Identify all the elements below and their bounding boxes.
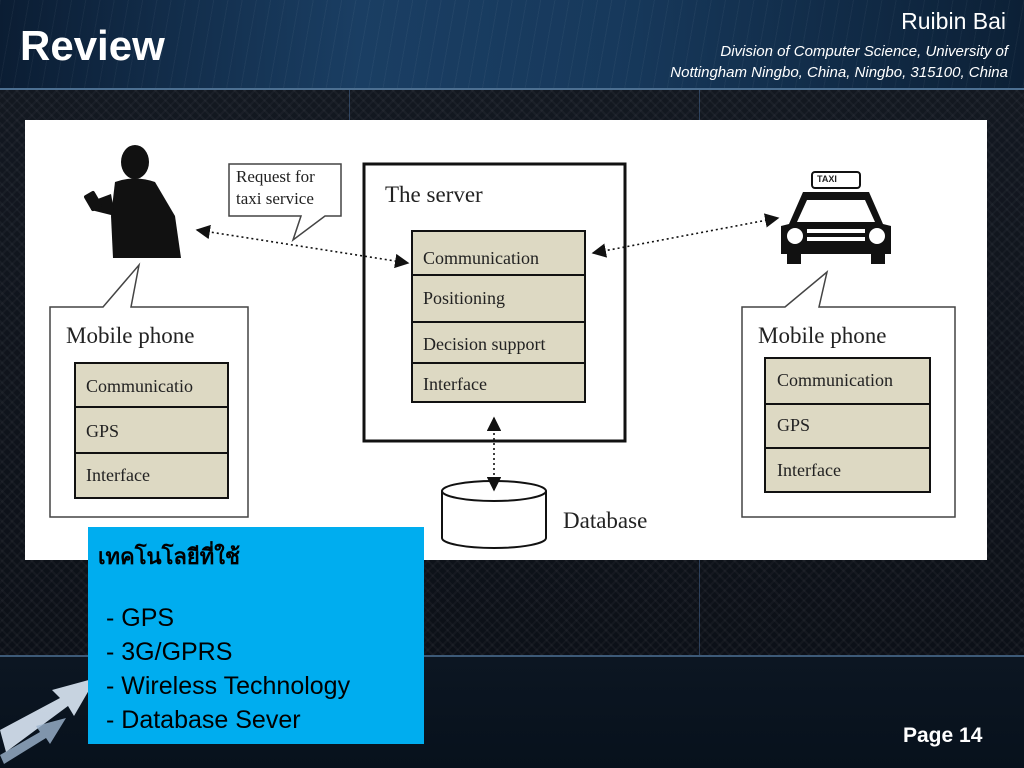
list-item: - GPS	[106, 604, 175, 632]
slide-title: Review	[20, 22, 165, 69]
taxi-icon	[781, 171, 891, 264]
affiliation: Division of Computer Science, University…	[670, 41, 1008, 83]
affiliation-line-1: Division of Computer Science, University…	[720, 43, 1008, 60]
technology-title: เทคโนโลยีที่ใช้	[98, 545, 240, 570]
diagram-shapes	[49, 145, 956, 549]
database-label: Database	[563, 508, 648, 533]
person-icon	[84, 145, 181, 258]
database-icon	[441, 480, 547, 549]
left-phone-module-communication: Communicatio	[86, 376, 193, 396]
list-item: - 3G/GPRS	[106, 638, 233, 666]
left-phone-title: Mobile phone	[66, 323, 195, 348]
server-title: The server	[385, 182, 483, 207]
list-item: - Wireless Technology	[106, 672, 351, 700]
list-item: - Database Sever	[106, 706, 301, 734]
right-phone-title: Mobile phone	[758, 323, 887, 348]
taxi-sign-label: TAXI	[817, 174, 837, 184]
left-phone-module-interface: Interface	[86, 465, 150, 485]
person-server-arrow	[195, 224, 410, 269]
server-module-positioning: Positioning	[423, 288, 506, 308]
right-phone-module-gps: GPS	[777, 415, 811, 435]
technology-list: - GPS - 3G/GPRS - Wireless Technology - …	[106, 601, 350, 737]
affiliation-line-2: Nottingham Ningbo, China, Ningbo, 315100…	[670, 64, 1008, 81]
left-phone-module-gps: GPS	[86, 421, 120, 441]
request-bubble-line-2: taxi service	[236, 189, 314, 208]
right-phone-module-interface: Interface	[777, 460, 841, 480]
technology-box: เทคโนโลยีที่ใช้ - GPS - 3G/GPRS - Wirele…	[88, 527, 424, 744]
server-taxi-arrow	[591, 213, 780, 258]
right-phone-module-communication: Communication	[777, 370, 893, 390]
author-name: Ruibin Bai	[901, 8, 1006, 34]
arrow-decoration-icon	[0, 678, 96, 764]
system-diagram: Request for taxi service TAXI The server…	[25, 120, 987, 560]
server-module-decision-support: Decision support	[423, 334, 546, 354]
header-banner	[0, 0, 1024, 90]
request-bubble-line-1: Request for	[236, 167, 315, 186]
server-module-interface: Interface	[423, 374, 487, 394]
server-module-communication: Communication	[423, 248, 539, 268]
page-number: Page 14	[903, 724, 983, 747]
